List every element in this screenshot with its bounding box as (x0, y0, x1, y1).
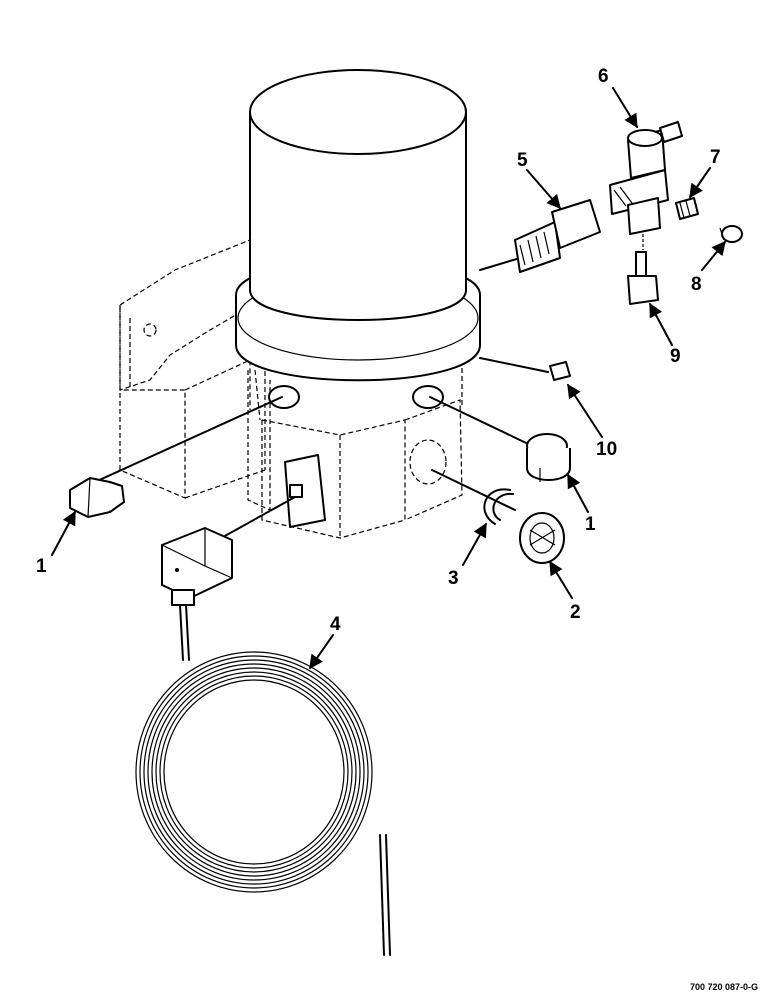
part-3-retaining-ring (483, 488, 514, 525)
part-1-plug-left (69, 477, 125, 518)
assembly-leader-lines (94, 257, 549, 548)
drawing-number: 700 720 087-0-G (690, 982, 758, 992)
part-5-adapter (514, 199, 601, 273)
grease-reservoir (235, 69, 481, 382)
callout-arrows (51, 87, 726, 670)
mounting-bracket (119, 231, 271, 499)
part-10-grease-fitting (549, 361, 571, 381)
callout-5: 5 (517, 150, 528, 171)
part-8-cap (719, 225, 743, 243)
part-2-drain-plug (519, 512, 565, 564)
pump-body (247, 360, 463, 539)
callout-3: 3 (448, 568, 459, 589)
callout-4: 4 (330, 614, 341, 635)
callout-8: 8 (691, 274, 702, 295)
part-6-tee-valve (609, 121, 683, 235)
part-7-fitting (675, 197, 699, 220)
callout-1-left: 1 (36, 556, 47, 577)
part-4-cable-assembly (135, 527, 391, 956)
callout-10: 10 (596, 439, 617, 460)
callout-6: 6 (598, 66, 609, 87)
callout-2: 2 (570, 602, 581, 623)
callout-9: 9 (670, 346, 681, 367)
callout-7: 7 (710, 147, 721, 168)
part-9-nut-fitting (627, 234, 659, 305)
part-1-plug-right (526, 433, 571, 482)
callout-1-right: 1 (585, 514, 596, 535)
